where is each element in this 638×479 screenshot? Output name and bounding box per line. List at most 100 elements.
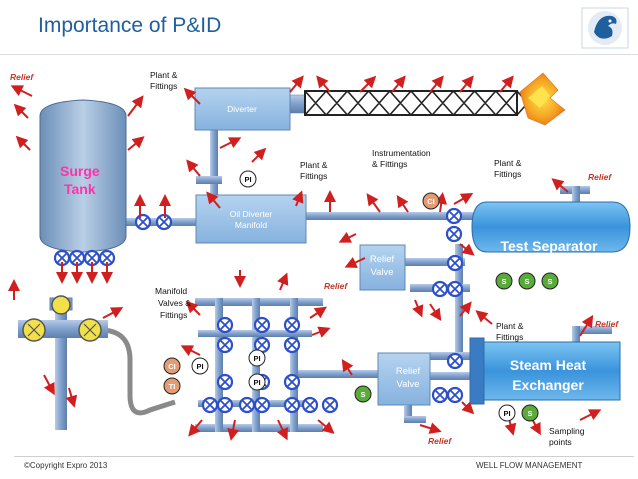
instrument-tag-s: S — [541, 272, 559, 290]
callout-plant-fittings-lower-1: Plant & — [496, 321, 524, 331]
instrument-tag-label: S — [524, 277, 529, 286]
instrument-tag-label: PI — [244, 175, 251, 184]
flow-arrow — [317, 419, 335, 434]
odm-label-1: Oil Diverter — [230, 209, 273, 219]
instrument-tag-label: S — [360, 390, 365, 399]
valve-icon — [283, 373, 301, 391]
burner-boom — [304, 90, 539, 116]
instrument-tag-pi: PI — [191, 357, 209, 375]
flow-arrow — [344, 257, 366, 268]
relief-valve-1: Relief Valve — [359, 244, 406, 291]
flow-arrow — [10, 85, 33, 97]
flow-arrow — [461, 401, 475, 415]
valve-icon — [155, 213, 173, 231]
instrument-tag-label: PI — [196, 362, 203, 371]
flow-arrows-layer — [8, 75, 602, 441]
instrument-tag-label: PI — [503, 409, 510, 418]
instrument-tag-ci: CI — [422, 192, 440, 210]
flow-arrow — [13, 103, 29, 119]
flow-arrow — [219, 137, 242, 149]
valve-icon — [301, 396, 319, 414]
callout-plant-fittings-top-2: Fittings — [150, 81, 177, 91]
instrument-tag-label: PI — [253, 354, 260, 363]
valve-icon — [283, 396, 301, 414]
callout-plant-fittings-right-1: Plant & — [494, 158, 522, 168]
flow-arrow — [65, 387, 78, 408]
header-divider — [0, 54, 638, 55]
flow-arrow — [475, 310, 493, 325]
valve-icon — [283, 316, 301, 334]
callout-manifold-3: Fittings — [160, 310, 187, 320]
odm-label-2: Manifold — [235, 220, 267, 230]
callout-relief-right-lower: Relief — [595, 319, 619, 329]
valve-icon — [253, 316, 271, 334]
instrument-tag-s: S — [518, 272, 536, 290]
callout-relief-top-left: Relief — [10, 72, 34, 82]
flow-arrow — [251, 147, 267, 163]
valve-icon — [216, 396, 234, 414]
valve-icon — [53, 249, 71, 267]
flow-arrow — [429, 75, 444, 93]
instrument-tag-label: CI — [427, 197, 435, 206]
valve-icon — [216, 316, 234, 334]
flow-arrow — [391, 75, 406, 93]
valve-icon — [446, 254, 464, 272]
instrument-tag-s: S — [354, 385, 372, 403]
flow-arrow — [188, 419, 203, 437]
flow-arrow — [206, 191, 221, 209]
flow-arrow — [227, 419, 240, 441]
flow-arrow — [359, 75, 377, 93]
instrument-tag-pi: PI — [498, 404, 516, 422]
rv2-label-1: Relief — [396, 366, 421, 377]
valve-icon — [216, 336, 234, 354]
instrument-tag-pi: PI — [239, 170, 257, 188]
valve-icon — [134, 213, 152, 231]
flow-arrow — [183, 87, 201, 105]
instrument-tag-pi: PI — [248, 373, 266, 391]
valve-icon — [201, 396, 219, 414]
valve-icon — [431, 280, 449, 298]
callout-sampling-2: points — [549, 437, 572, 447]
flow-arrow — [419, 422, 442, 434]
valve-icon — [445, 225, 463, 243]
instrument-tag-ci: CI — [163, 357, 181, 375]
callout-plant-fittings-mid-2: Fittings — [300, 171, 327, 181]
valves-layer — [53, 207, 464, 414]
valve-icon — [253, 396, 271, 414]
flow-arrow — [551, 178, 569, 193]
callout-plant-fittings-top-1: Plant & — [150, 70, 178, 80]
instrument-tag-label: S — [547, 277, 552, 286]
flow-arrow — [277, 272, 289, 291]
callout-plant-fittings-right-2: Fittings — [494, 169, 521, 179]
test-separator-label: Test Separator — [501, 238, 599, 254]
flow-arrow — [499, 75, 514, 93]
valve-icon — [446, 386, 464, 404]
rv1-label-1: Relief — [370, 254, 395, 265]
flow-arrow — [127, 136, 145, 151]
instrument-tag-ti: TI — [163, 377, 181, 395]
diverter: Diverter — [194, 87, 291, 131]
surge-tank-label-1: Surge — [60, 163, 100, 179]
flow-arrow — [311, 326, 331, 338]
instrument-tag-label: PI — [253, 378, 260, 387]
flow-arrow — [435, 192, 448, 213]
flow-arrow — [366, 193, 381, 213]
flow-arrow — [459, 75, 474, 93]
brand-footer: WELL FLOW MANAGEMENT — [476, 461, 583, 470]
instrument-tag-pi: PI — [248, 349, 266, 367]
flow-arrow — [292, 190, 304, 207]
callout-instrumentation-2: & Fittings — [372, 159, 407, 169]
flow-arrow — [316, 75, 331, 93]
diverter-label: Diverter — [227, 104, 257, 114]
expro-logo — [581, 7, 629, 49]
instrument-tag-label: TI — [169, 382, 176, 391]
wellhead — [22, 295, 102, 342]
page-title: Importance of P&ID — [38, 14, 222, 37]
callout-relief-right-top: Relief — [588, 172, 612, 182]
valve-icon — [431, 386, 449, 404]
flare-flame — [519, 72, 566, 126]
callout-manifold-1: Manifold — [155, 286, 187, 296]
callout-sampling-1: Sampling — [549, 426, 585, 436]
